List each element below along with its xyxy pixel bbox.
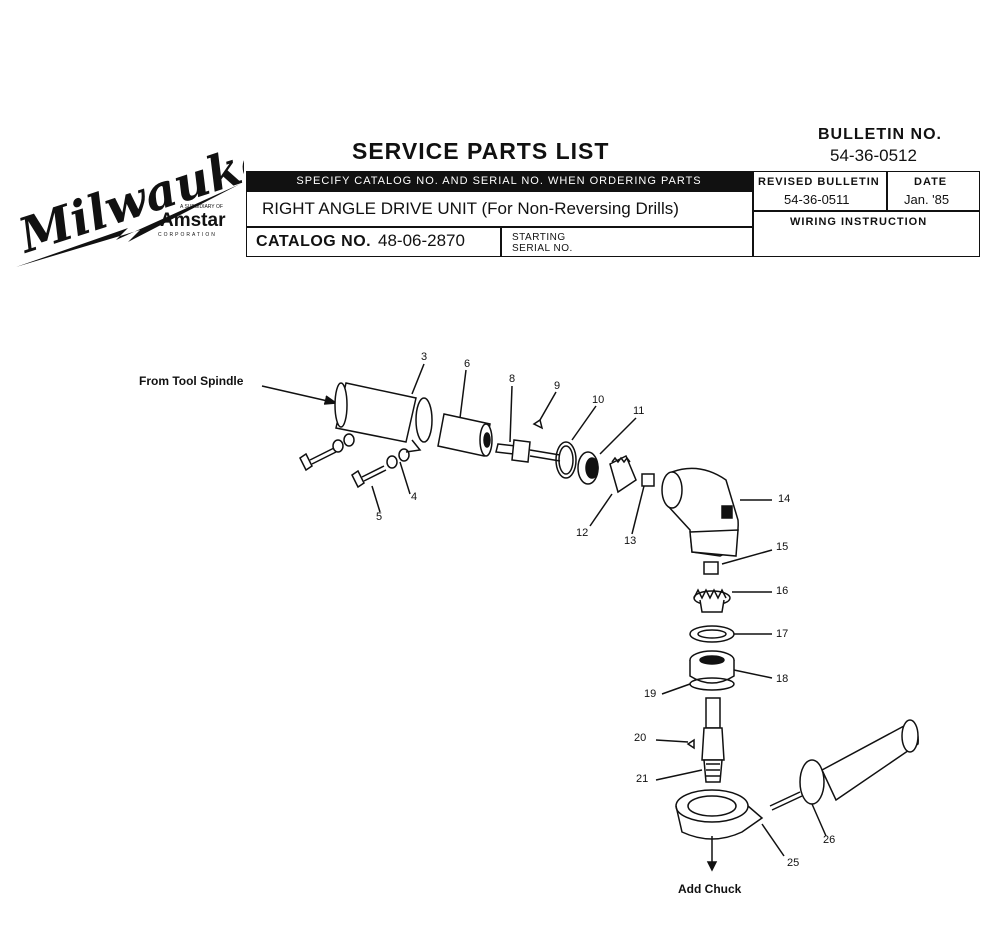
bulletin-number: 54-36-0512 bbox=[830, 146, 917, 165]
callout-18: 18 bbox=[776, 673, 789, 685]
callout-21: 21 bbox=[636, 773, 649, 785]
part-20-key bbox=[686, 738, 695, 750]
part-21-spindle bbox=[701, 697, 725, 783]
part-12-gear bbox=[609, 454, 637, 494]
callout-8: 8 bbox=[509, 373, 516, 385]
part-15-bushing bbox=[703, 561, 719, 575]
catalog-number: 48-06-2870 bbox=[378, 231, 465, 250]
part-9-key bbox=[532, 418, 544, 430]
bulletin-label: BULLETIN NO. bbox=[818, 126, 942, 143]
callout-12: 12 bbox=[576, 527, 589, 539]
revised-bulletin-number: 54-36-0511 bbox=[784, 192, 850, 207]
callout-13: 13 bbox=[624, 535, 637, 547]
callout-25: 25 bbox=[787, 857, 800, 869]
starting-serial-label: STARTING SERIAL NO. bbox=[512, 232, 573, 254]
from-tool-spindle-label: From Tool Spindle bbox=[139, 374, 244, 388]
add-chuck-label: Add Chuck bbox=[678, 882, 742, 896]
callout-3: 3 bbox=[421, 351, 428, 363]
wiring-instruction-label: WIRING INSTRUCTION bbox=[790, 216, 928, 228]
callout-17: 17 bbox=[776, 628, 789, 640]
part-13-bushing bbox=[641, 473, 655, 487]
part-3-sleeve bbox=[334, 382, 433, 453]
revised-bulletin-label: REVISED BULLETIN bbox=[758, 176, 880, 188]
part-16-bevel-gear bbox=[693, 588, 731, 613]
product-name: RIGHT ANGLE DRIVE UNIT (For Non-Reversin… bbox=[262, 199, 679, 218]
callout-6: 6 bbox=[464, 358, 471, 370]
catalog-label: CATALOG NO. bbox=[256, 233, 372, 250]
part-11-bearing bbox=[577, 451, 599, 485]
callout-9: 9 bbox=[554, 380, 561, 392]
part-18-bearing bbox=[689, 650, 735, 684]
callout-14: 14 bbox=[778, 493, 791, 505]
amstar-text: Amstar bbox=[160, 210, 226, 231]
callout-10: 10 bbox=[592, 394, 605, 406]
part-4-washers bbox=[332, 433, 410, 469]
date-value: Jan. '85 bbox=[904, 192, 950, 207]
part-8-shaft bbox=[495, 439, 561, 463]
callout-16: 16 bbox=[776, 585, 789, 597]
milwaukee-logo: Milwaukee A SUBSIDIARY OF Amstar CORPORA… bbox=[10, 130, 244, 267]
callout-11: 11 bbox=[633, 405, 645, 417]
callout-5: 5 bbox=[376, 511, 383, 523]
date-label: DATE bbox=[914, 176, 948, 188]
part-25-collar bbox=[675, 789, 764, 840]
spindle-arrow bbox=[261, 385, 333, 403]
svg-text:A SUBSIDIARY OF: A SUBSIDIARY OF bbox=[180, 204, 223, 210]
callout-4: 4 bbox=[411, 491, 418, 503]
callout-20: 20 bbox=[634, 732, 647, 744]
part-10-ring bbox=[555, 441, 577, 479]
page-title: SERVICE PARTS LIST bbox=[352, 138, 610, 164]
part-17-washer bbox=[689, 625, 735, 643]
svg-text:CORPORATION: CORPORATION bbox=[158, 232, 217, 238]
part-5-screws bbox=[299, 447, 387, 489]
part-6-coupler bbox=[437, 413, 493, 457]
callout-26: 26 bbox=[823, 834, 836, 846]
specify-banner: SPECIFY CATALOG NO. AND SERIAL NO. WHEN … bbox=[246, 171, 752, 192]
callout-15: 15 bbox=[776, 541, 789, 553]
part-14-elbow-housing bbox=[661, 467, 739, 557]
callout-19: 19 bbox=[644, 688, 657, 700]
part-26-handle bbox=[769, 719, 919, 811]
